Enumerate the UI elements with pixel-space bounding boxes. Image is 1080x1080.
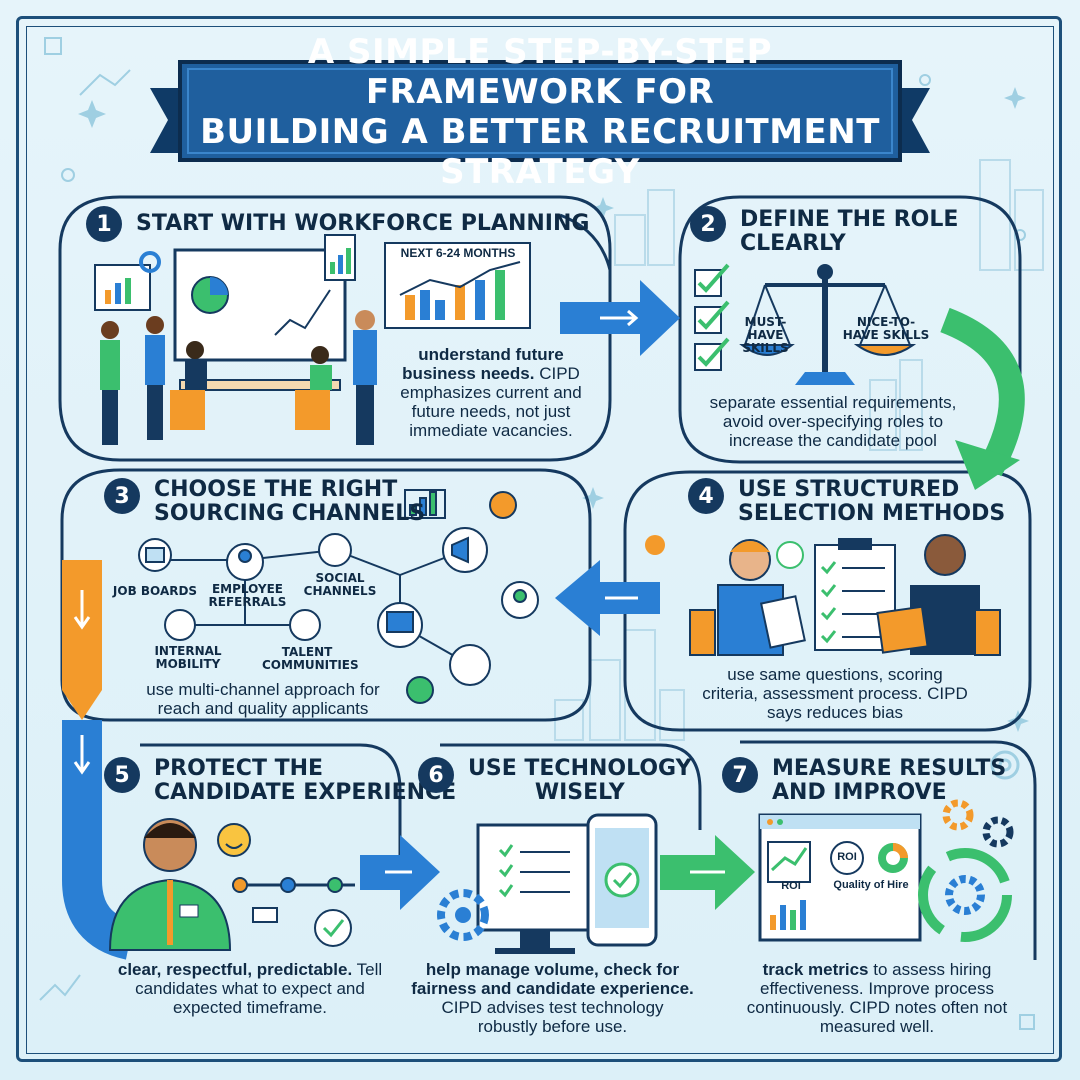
step-3-title-line-2: SOURCING CHANNELS xyxy=(154,501,426,526)
step-1-number: 1 xyxy=(86,206,122,242)
step-6-desc-rest: CIPD advises test technology robustly be… xyxy=(441,998,664,1036)
step-1-description: understand future business needs. CIPD e… xyxy=(386,345,596,440)
step-7-title-line-2: AND IMPROVE xyxy=(772,780,947,805)
step-2-title-line-1: DEFINE THE ROLE xyxy=(740,207,959,232)
nice-to-have-skills-label: NICE-TO-HAVE SKILLS xyxy=(842,315,930,342)
step-7-title-line-1: MEASURE RESULTS xyxy=(772,756,1007,781)
channel-talent-communities: TALENT COMMUNITIES xyxy=(262,645,359,672)
metric-roi-label: ROI xyxy=(837,851,857,863)
step-1-heading: 1 START WITH WORKFORCE PLANNING xyxy=(86,206,589,242)
channel-internal-mobility: INTERNAL MOBILITY xyxy=(154,644,222,671)
title-banner xyxy=(150,60,930,162)
step-6-description: help manage volume, check for fairness a… xyxy=(410,960,695,1036)
step-7-heading: 7 MEASURE RESULTS AND IMPROVE xyxy=(722,757,1006,805)
step-4-number: 4 xyxy=(688,478,724,514)
title-line-2: BUILDING A BETTER RECRUITMENT STRATEGY xyxy=(200,112,880,192)
step-6-number: 6 xyxy=(418,757,454,793)
channel-social: SOCIAL CHANNELS xyxy=(303,571,377,598)
step-3-heading: 3 CHOOSE THE RIGHT SOURCING CHANNELS xyxy=(104,478,425,526)
step-7-desc-rest: to assess hiring effectiveness. Improve … xyxy=(746,960,1008,1036)
step-2-heading: 2 DEFINE THE ROLE CLEARLY xyxy=(690,206,958,256)
step-4-description: use same questions, scoring criteria, as… xyxy=(702,665,968,722)
metric-roi-chart-label: ROI xyxy=(781,880,801,892)
step-6-title-line-1: USE TECHNOLOGY xyxy=(468,756,692,781)
step-5-title-line-2: CANDIDATE EXPERIENCE xyxy=(154,780,457,805)
step-5-heading: 5 PROTECT THE CANDIDATE EXPERIENCE xyxy=(104,757,456,805)
step-4-title-line-2: SELECTION METHODS xyxy=(738,501,1006,526)
channel-job-boards: JOB BOARDS xyxy=(112,584,198,598)
step-7-desc-bold: track metrics xyxy=(762,960,869,979)
step-1-title: START WITH WORKFORCE PLANNING xyxy=(136,211,590,236)
step-4-heading: 4 USE STRUCTURED SELECTION METHODS xyxy=(688,478,1005,526)
step-3-title-line-1: CHOOSE THE RIGHT xyxy=(154,477,398,502)
step-2-number: 2 xyxy=(690,206,726,242)
step-3-number: 3 xyxy=(104,478,140,514)
step-5-desc-bold: clear, respectful, predictable. xyxy=(117,960,353,979)
step-6-heading: 6 USE TECHNOLOGY WISELY xyxy=(418,757,692,805)
step-1-chart-label: NEXT 6-24 MONTHS xyxy=(400,246,516,260)
outer-frame xyxy=(16,16,1062,1062)
step-5-desc-rest: Tell candidates what to expect and expec… xyxy=(135,960,383,1017)
step-3-description: use multi-channel approach for reach and… xyxy=(146,680,380,718)
step-5-title-line-1: PROTECT THE xyxy=(154,756,324,781)
metric-quality-of-hire-label: Quality of Hire xyxy=(833,879,909,891)
step-1-desc-bold: understand future business needs. xyxy=(402,345,564,383)
step-7-number: 7 xyxy=(722,757,758,793)
step-6-desc-bold: help manage volume, check for fairness a… xyxy=(411,960,694,998)
channel-employee-referrals: EMPLOYEE REFERRALS xyxy=(208,582,287,609)
step-2-title-line-2: CLEARLY xyxy=(740,231,846,256)
step-6-title-line-2: WISELY xyxy=(534,780,625,805)
title-line-1: A SIMPLE STEP-BY-STEP FRAMEWORK FOR xyxy=(307,32,773,112)
page-title: A SIMPLE STEP-BY-STEP FRAMEWORK FOR BUIL… xyxy=(180,32,900,192)
step-1-desc-rest: CIPD emphasizes current and future needs… xyxy=(400,364,582,440)
step-7-description: track metrics to assess hiring effective… xyxy=(712,960,1042,1036)
step-2-description: separate essential requirements, avoid o… xyxy=(709,393,957,450)
inner-frame xyxy=(26,26,1054,1054)
must-have-skills-label: MUST-HAVE SKILLS xyxy=(742,315,789,355)
step-5-description: clear, respectful, predictable. Tell can… xyxy=(110,960,390,1017)
step-5-number: 5 xyxy=(104,757,140,793)
step-4-title-line-1: USE STRUCTURED xyxy=(738,477,960,502)
